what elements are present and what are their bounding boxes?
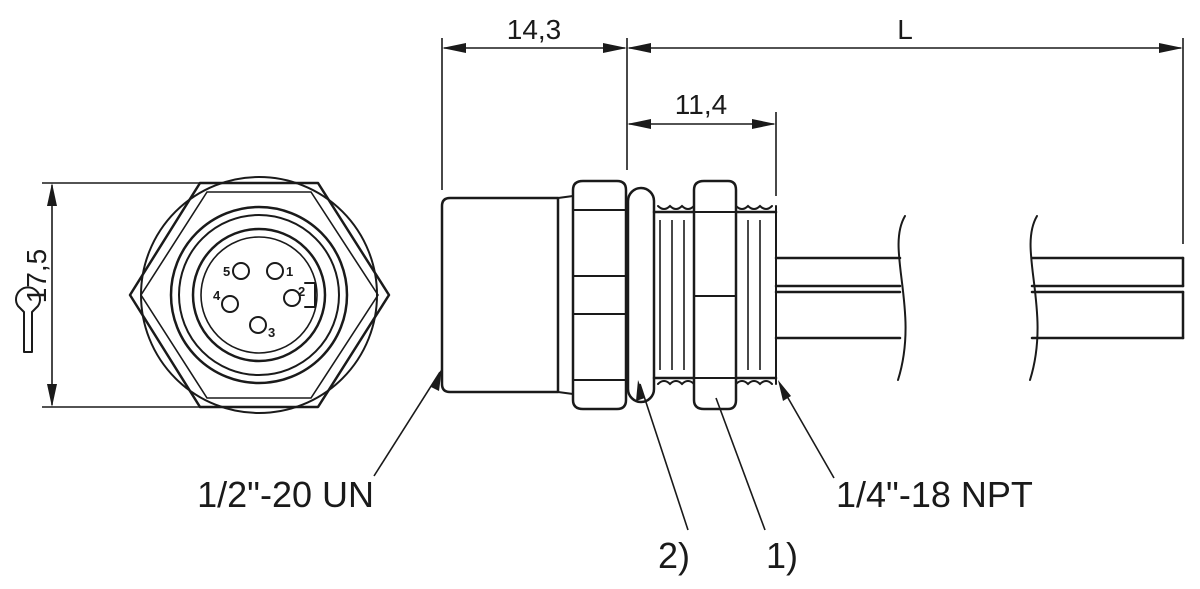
pin-contact-2 [283,289,301,307]
side-dimensions: 14,3 L 11,4 [441,14,1184,244]
hex-nut-outline [128,181,391,409]
pin-label-4: 4 [213,288,221,303]
outer-ring [169,205,349,385]
cable-break-left [897,215,907,381]
cables [774,215,1185,381]
callout-coupling-thread: 1/2"-20 UN [197,474,374,515]
callout-mount-thread: 1/4"-18 NPT [836,474,1033,515]
dim-label-cable: L [897,14,913,45]
insert-face [200,236,318,354]
chamfer-circle [140,176,378,414]
pin-contact-3 [249,316,267,334]
callout-ref-2: 2) [658,535,690,576]
coupling-ring [178,214,340,376]
front-view: 1 2 3 4 5 17,5 [15,176,391,414]
hex-body [571,179,628,411]
pin-label-1: 1 [286,264,293,279]
o-ring [626,186,656,404]
side-view [440,179,1185,411]
dim-arrow-down [47,384,57,407]
pin-contact-1 [266,262,284,280]
keyway [304,282,316,308]
pin-label-3: 3 [268,325,275,340]
pin-label-5: 5 [223,264,230,279]
dim-label-overall: 14,3 [507,14,562,45]
callout-ref-1: 1) [766,535,798,576]
dim-arrow-up [47,183,57,206]
dim-label-thread: 11,4 [675,89,727,120]
pin-contact-5 [232,262,250,280]
wrench-size-label: 17,5 [21,249,52,304]
callouts: 1/2"-20 UN 2) 1) 1/4"-18 NPT [197,368,1033,576]
npt-thread [652,204,778,386]
insert-ring [191,227,327,363]
coupling-sleeve [440,196,560,394]
cable-break-right [1029,215,1039,381]
pin-label-2: 2 [298,284,305,299]
pin-contact-4 [221,295,239,313]
wrench-symbol-icon [15,286,41,353]
